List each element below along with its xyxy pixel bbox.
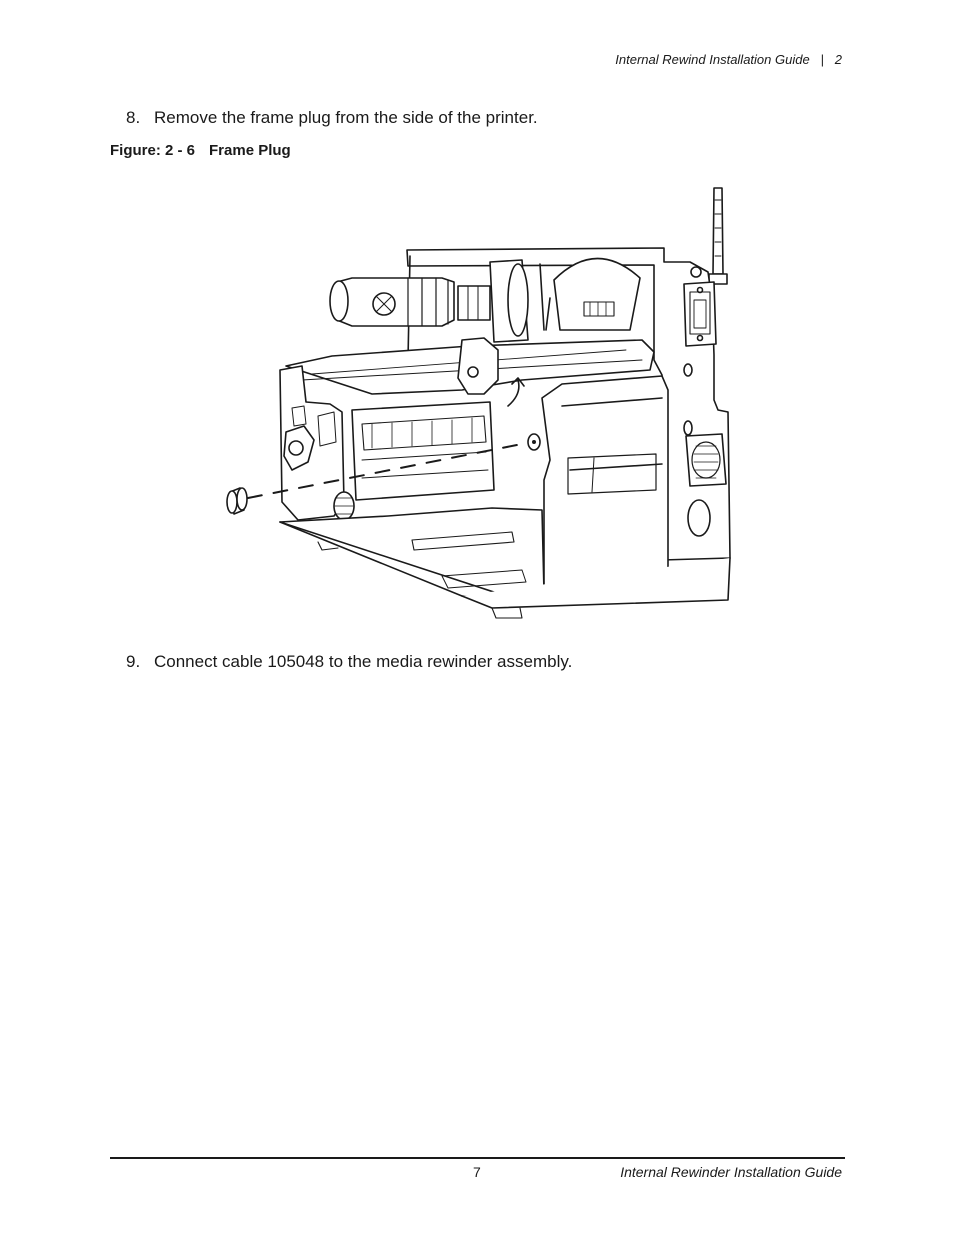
printer-frame-plug-illustration [226,187,731,619]
step-text: Connect cable 105048 to the media rewind… [154,652,573,671]
step-number: 8. [126,108,141,127]
figure-label: Figure: 2 - 6 [110,142,196,159]
header-chapter: 2 [834,52,842,67]
page-number: 7 [473,1164,481,1180]
step-9: 9. Connect cable 105048 to the media rewi… [126,652,572,672]
running-header: Internal Rewind Installation Guide | 2 [615,52,842,67]
footer-doc-title: Internal Rewinder Installation Guide [620,1164,842,1180]
header-doc-title: Internal Rewind Installation Guide [615,52,810,67]
step-8: 8. Remove the frame plug from the side of… [126,108,538,128]
figure-caption: Figure: 2 - 6 Frame Plug [110,142,291,159]
footer-divider [110,1157,845,1159]
header-separator: | [820,52,824,67]
step-text: Remove the frame plug from the side of t… [154,108,538,127]
step-number: 9. [126,652,141,671]
figure-title: Frame Plug [209,142,291,159]
